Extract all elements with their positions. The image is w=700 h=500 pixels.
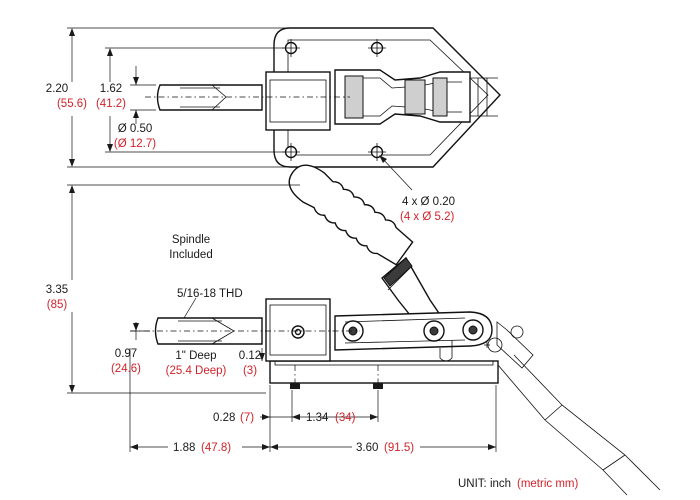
top-spindle — [156, 84, 263, 111]
holes-dim-imperial: 4 x Ø 0.20 — [402, 196, 455, 208]
spindle-note-line1: Spindle — [172, 234, 210, 246]
side-view: Spindle Included 5/16-18 THD 3.35 (85) 0… — [46, 164, 661, 496]
hole-offset-imperial: 0.28 — [213, 412, 235, 424]
spindle-height-imperial: 0.97 — [115, 348, 137, 360]
spindle-dia-imperial: Ø 0.50 — [118, 123, 153, 135]
depth-imperial: 1" Deep — [175, 350, 216, 362]
base-thickness-metric: (3) — [243, 365, 257, 377]
hole-spacing-imperial: 1.34 — [306, 412, 329, 424]
spindle-dia-metric: (Ø 12.7) — [114, 138, 156, 150]
stroke-imperial: 1.88 — [173, 442, 195, 454]
top-view: 2.20 (55.6) 1.62 (41.2) Ø 0.50 (Ø 12.7) … — [46, 27, 501, 223]
holes-dim-metric: (4 x Ø 5.2) — [400, 211, 454, 223]
height-dim-imperial: 2.20 — [46, 83, 68, 95]
side-base-plate — [269, 360, 499, 384]
depth-metric: (25.4 Deep) — [166, 365, 227, 377]
base-thickness-imperial: 0.12 — [239, 350, 261, 362]
hole-spacing-metric: (34) — [335, 412, 356, 424]
side-spindle — [154, 317, 263, 345]
handle-ghost-outline — [497, 354, 661, 496]
height-dim-metric: (55.6) — [57, 98, 87, 110]
spindle-height-metric: (24.6) — [111, 363, 141, 375]
thread-callout: 5/16-18 THD — [177, 288, 243, 300]
mount-spacing-imperial: 1.62 — [100, 83, 122, 95]
total-height-metric: (85) — [47, 299, 68, 311]
top-mount-holes — [282, 39, 386, 161]
base-length-metric: (91.5) — [384, 442, 414, 454]
mount-spacing-metric: (41.2) — [96, 98, 126, 110]
base-length-imperial: 3.60 — [356, 442, 378, 454]
hole-offset-metric: (7) — [240, 412, 254, 424]
handle-grip — [288, 164, 414, 266]
unit-label: UNIT: inch — [458, 478, 511, 490]
unit-metric: (metric mm) — [517, 478, 578, 490]
top-base-inner-edge — [287, 39, 489, 156]
total-height-imperial: 3.35 — [46, 284, 68, 296]
top-guide-block — [265, 71, 331, 131]
stroke-metric: (47.8) — [201, 442, 231, 454]
spindle-note-line2: Included — [169, 249, 212, 261]
unit-note: UNIT: inch (metric mm) — [458, 478, 578, 490]
